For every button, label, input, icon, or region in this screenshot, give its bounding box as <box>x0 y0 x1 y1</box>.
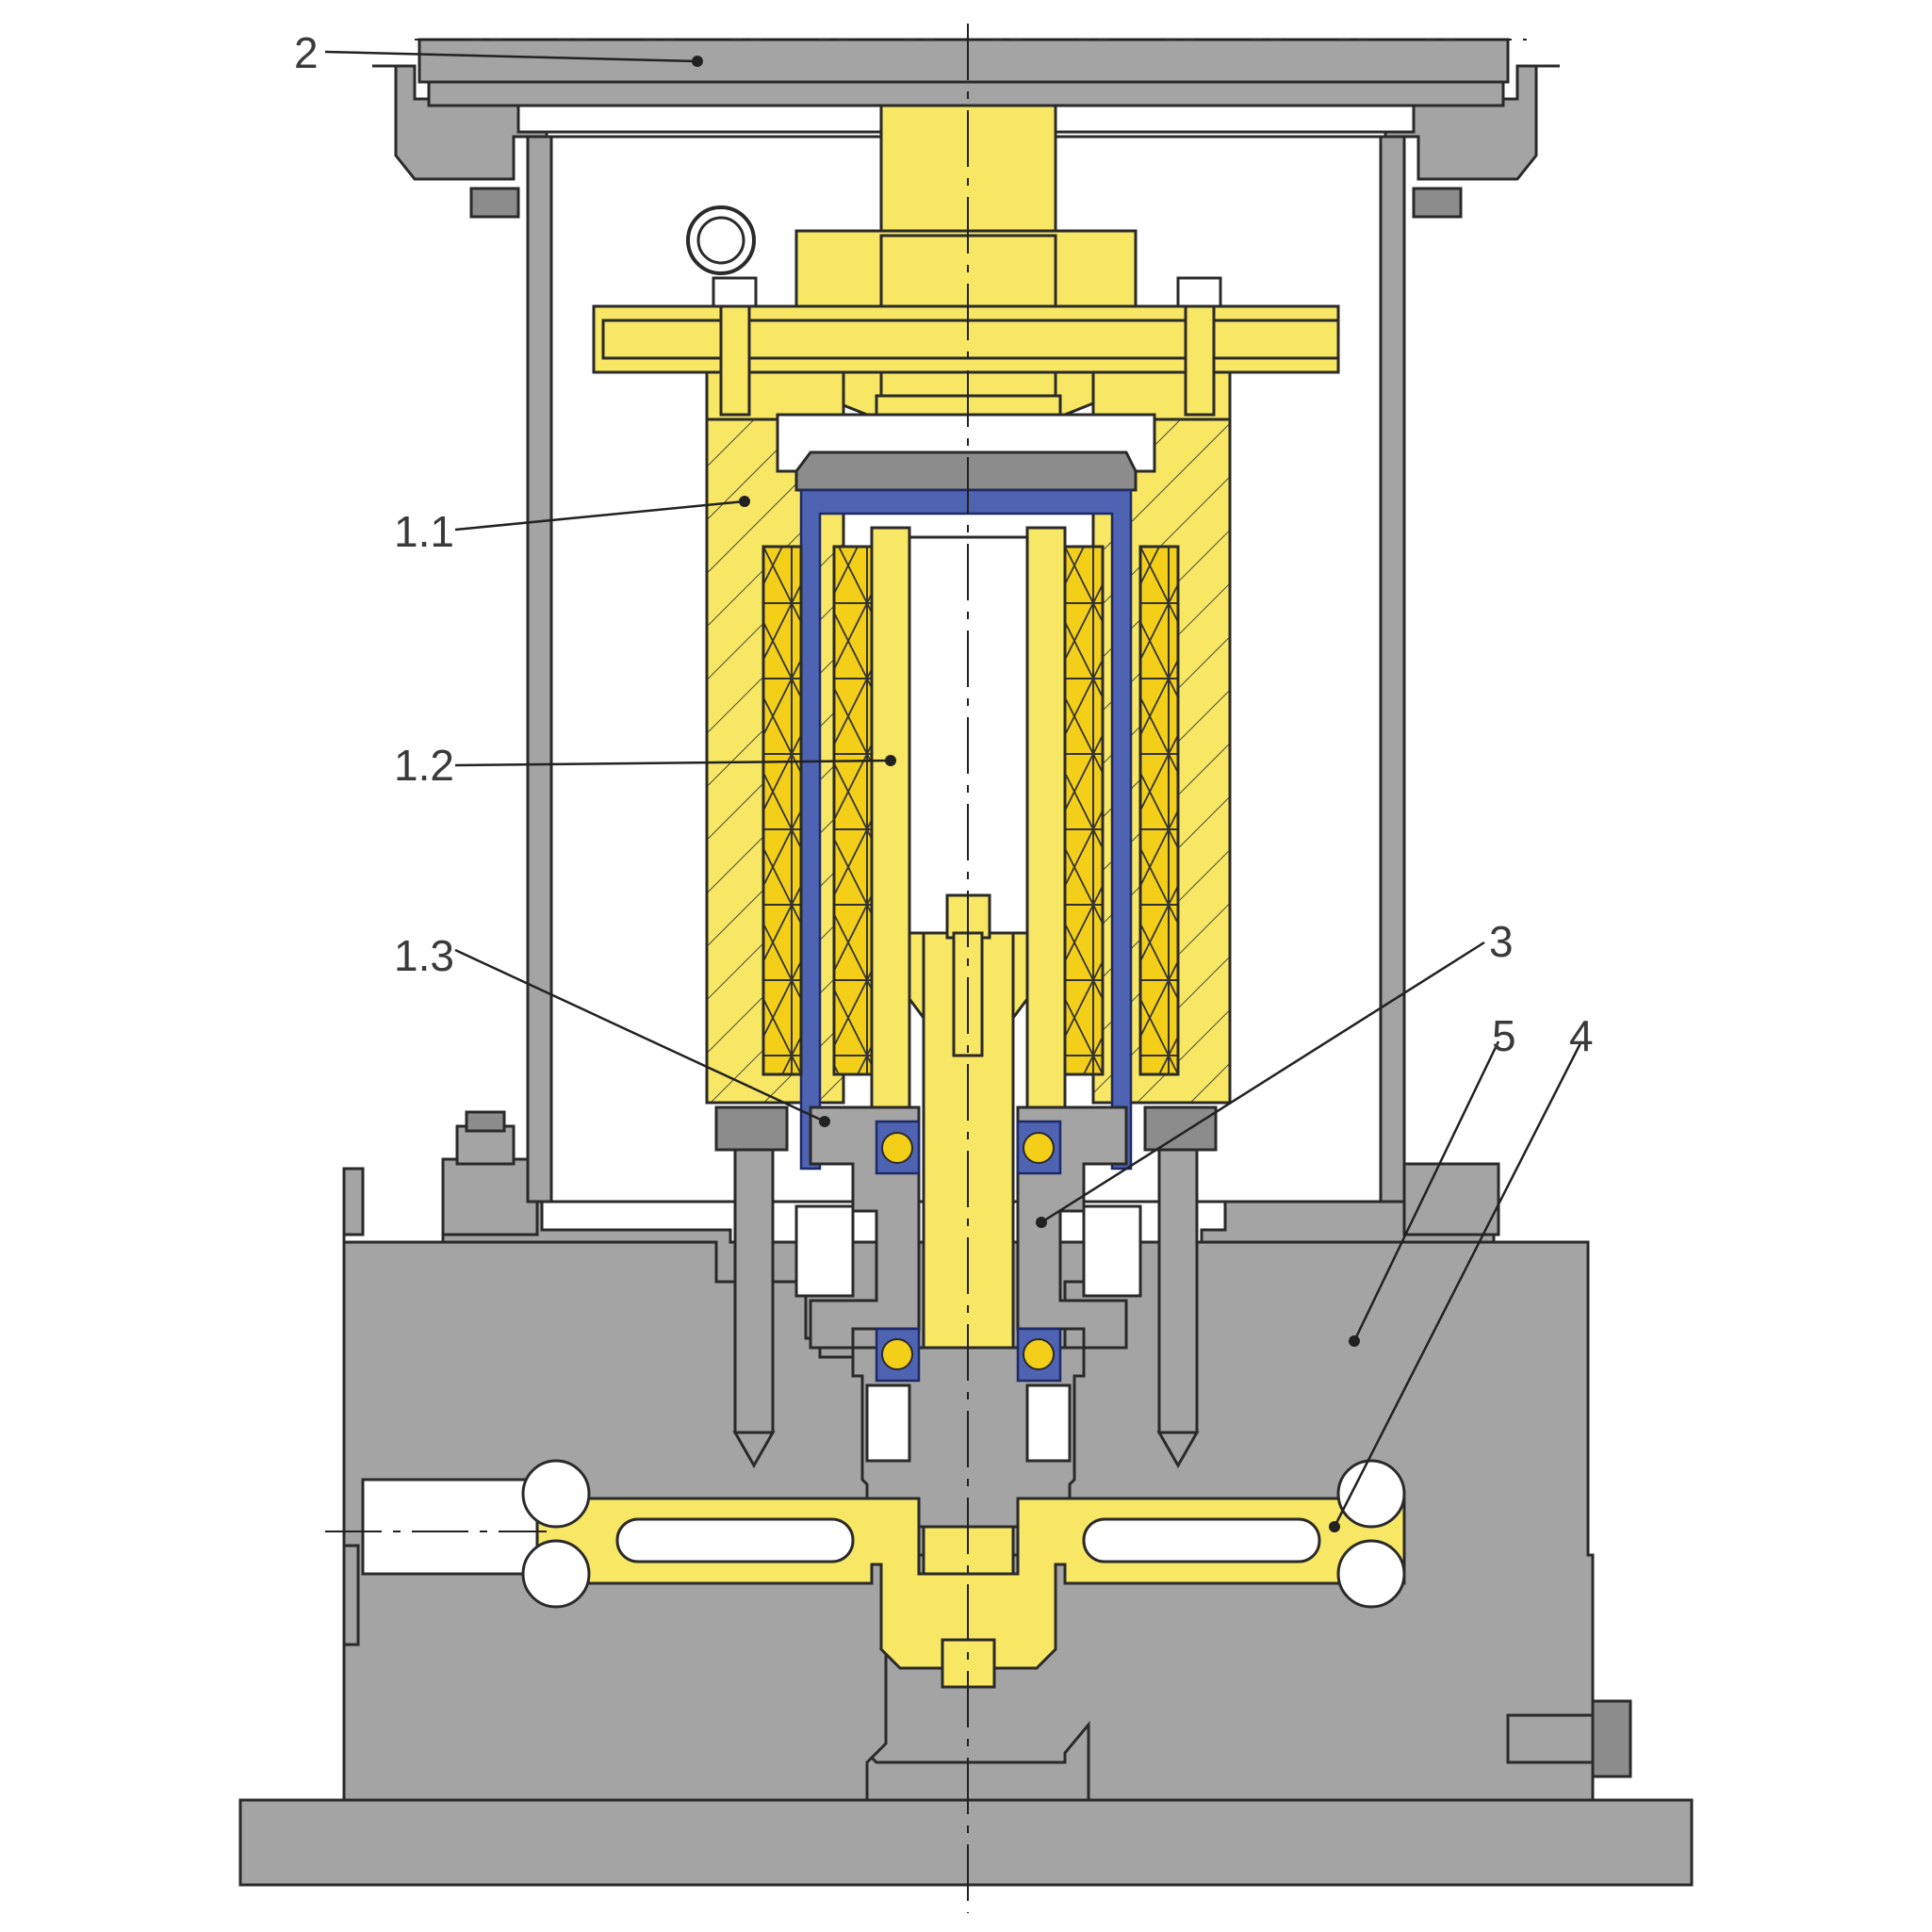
volute-left <box>521 1459 591 1609</box>
seal-left <box>794 1204 911 1463</box>
callout-label: 1.1 <box>394 507 454 556</box>
impeller <box>535 1497 1406 1689</box>
callout-4: 4 <box>1329 1011 1594 1532</box>
hold-down-bolt-right <box>1143 1105 1218 1469</box>
left-flange-block <box>441 1110 539 1236</box>
callout-3: 3 <box>1036 917 1514 1228</box>
callout-label: 1.2 <box>394 741 454 790</box>
gauge-icon <box>686 205 756 275</box>
lower-bearing-left <box>875 1327 921 1383</box>
hold-down-bolt-left <box>714 1105 789 1469</box>
callout-label: 4 <box>1569 1011 1594 1060</box>
callout-1-2: 1.2 <box>394 741 896 790</box>
callout-label: 3 <box>1489 917 1514 966</box>
callout-1-3: 1.3 <box>394 931 830 1127</box>
base-plate <box>238 1798 1694 1887</box>
right-flange-block <box>1402 1162 1500 1236</box>
lower-bearing-right <box>1016 1327 1062 1383</box>
callout-2: 2 <box>294 28 703 77</box>
stator-windings <box>761 545 1180 1076</box>
containment-can <box>794 450 1138 1171</box>
callout-1-1: 1.1 <box>394 496 750 556</box>
callout-label: 2 <box>294 28 319 77</box>
stator-bolt-left <box>712 276 758 417</box>
upper-bearing-right <box>1016 1120 1062 1175</box>
callout-label: 5 <box>1492 1011 1516 1060</box>
callout-5: 5 <box>1349 1011 1516 1347</box>
stator-bolt-right <box>1176 276 1222 417</box>
upper-bearing-left <box>875 1120 921 1175</box>
seal-right <box>1025 1204 1142 1463</box>
volute-right <box>1336 1459 1406 1609</box>
drain-plug <box>1506 1699 1632 1778</box>
callout-label: 1.3 <box>394 931 454 980</box>
